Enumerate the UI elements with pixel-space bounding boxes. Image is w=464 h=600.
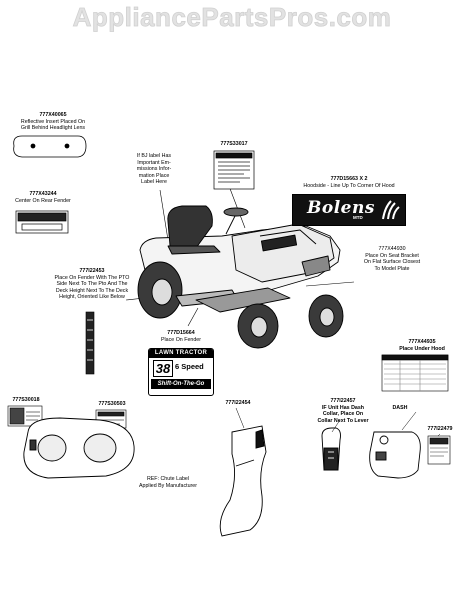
- reflective-insert-part: [13, 135, 87, 158]
- part-number: 777X40065: [39, 112, 67, 118]
- part-number: 777X44930: [378, 246, 406, 252]
- decal-777S30018: [7, 405, 43, 427]
- callout-desc-line: Applied By Manufacturer: [138, 482, 197, 489]
- callout-desc-line: Place On Seat Bracket: [365, 252, 419, 259]
- callout-chute-ref: REF: Chute Label Applied By Manufacturer: [128, 476, 208, 489]
- part-number: 777I22453: [79, 268, 105, 274]
- lawn-tractor-number: 38: [153, 360, 173, 377]
- callout-desc-line: Place Under Hood: [399, 345, 445, 352]
- deck-height-strip: [85, 311, 95, 375]
- part-number: 777X44935: [408, 339, 436, 345]
- dash-collar-part: [321, 427, 341, 471]
- lawn-tractor-speed: 6 Speed: [175, 362, 204, 371]
- callout-777S30503: 777S30503: [92, 401, 132, 408]
- decal-777X44935: [381, 354, 449, 392]
- grass-logo-icon: [382, 200, 400, 220]
- lawn-tractor-illustration: [137, 205, 344, 349]
- lawn-tractor-title: LAWN TRACTOR: [149, 349, 213, 358]
- callout-desc-line: Height, Oriented Like Below: [59, 294, 125, 301]
- callout-desc-line: Collar Next To Lever: [317, 417, 369, 424]
- callout-desc-line: missions Infor-: [136, 166, 172, 173]
- decal-777S33017: [213, 150, 255, 190]
- decal-777I22479: [427, 435, 451, 465]
- callout-777I22454: 777I22454: [218, 400, 258, 407]
- bolens-hood-decal: Bolens MTD: [292, 194, 406, 226]
- callout-desc-line: To Model Plate: [374, 265, 410, 272]
- callout-desc-line: Important Em-: [137, 159, 171, 166]
- discharge-chute-part: [219, 425, 267, 537]
- callout-777I22453: 777I22453 Place On Fender With The PTO S…: [44, 268, 140, 301]
- callout-desc-line: Place On Fender With The PTO: [54, 274, 130, 281]
- callout-777D15664: 777D15664 Place On Fender: [156, 330, 206, 343]
- lawn-tractor-decal: LAWN TRACTOR 38 6 Speed Shift-On-The-Go: [148, 348, 214, 396]
- part-number: 777S30503: [98, 401, 126, 407]
- callout-777D15663: 777D15663 X 2 Hoodside - Line Up To Corn…: [290, 176, 408, 189]
- callout-777S30018: 777S30018: [6, 397, 46, 404]
- watermark: AppliancePartsPros.com: [72, 2, 392, 33]
- callout-desc-line: Side Next To The Pto And The: [56, 281, 128, 288]
- mower-deck-part: [23, 417, 135, 479]
- callout-desc-line: IF Unit Has Dash: [321, 404, 365, 411]
- lawn-tractor-slogan: Shift-On-The-Go: [151, 379, 211, 389]
- callout-777X44935: 777X44935 Place Under Hood: [392, 339, 452, 352]
- part-number: 777S30018: [12, 397, 40, 403]
- part-number: 777S33017: [220, 141, 248, 147]
- callout-desc-line: Hoodside - Line Up To Corner Of Hood: [303, 182, 395, 189]
- callout-777I22457: 777I22457 IF Unit Has Dash Collar, Place…: [316, 398, 370, 424]
- callout-desc-line: mation Place: [138, 172, 170, 179]
- part-number: 777I22479: [427, 426, 453, 432]
- callout-desc-line: Grill Behind Headlight Lens: [20, 125, 86, 132]
- callout-desc-line: Center On Rear Fender: [15, 197, 71, 204]
- decal-777X43244: [15, 210, 69, 234]
- callout-desc-line: REF: Chute Label: [146, 476, 190, 482]
- callout-777X40065: 777X40065 Reflective Insert Placed On Gr…: [12, 112, 94, 132]
- callout-777I22479: 777I22479: [420, 426, 460, 433]
- part-number: 777D15663 X 2: [330, 176, 368, 182]
- callout-desc-line: Collar, Place On: [322, 411, 364, 418]
- callout-bj-label: If BJ label Has Important Em- missions I…: [126, 153, 182, 186]
- callout-desc-line: Reflective Insert Placed On: [20, 118, 86, 125]
- callout-desc-line: Label Here: [141, 179, 167, 186]
- callout-desc-line: Deck Height Next To The Deck: [55, 287, 129, 294]
- callout-desc-line: DASH: [392, 405, 408, 411]
- callout-dash: DASH: [380, 405, 420, 412]
- part-number: 777X43244: [29, 191, 57, 197]
- callout-desc-line: On Flat Surface Closest: [363, 259, 421, 266]
- callout-777X43244: 777X43244 Center On Rear Fender: [14, 191, 72, 204]
- bolens-sub-text: MTD: [353, 215, 363, 220]
- part-number: 777D15664: [167, 330, 195, 336]
- bolens-brand-text: Bolens: [307, 198, 375, 218]
- callout-777S33017: 777S33017: [214, 141, 254, 148]
- callout-desc-line: Place On Fender: [160, 336, 202, 343]
- callout-desc-line: If BJ label Has: [136, 153, 172, 159]
- callout-777X44930: 777X44930 Place On Seat Bracket On Flat …: [352, 246, 432, 272]
- part-number: 777I22457: [330, 398, 356, 404]
- dash-panel-part: [369, 431, 421, 479]
- part-number: 777I22454: [225, 400, 251, 406]
